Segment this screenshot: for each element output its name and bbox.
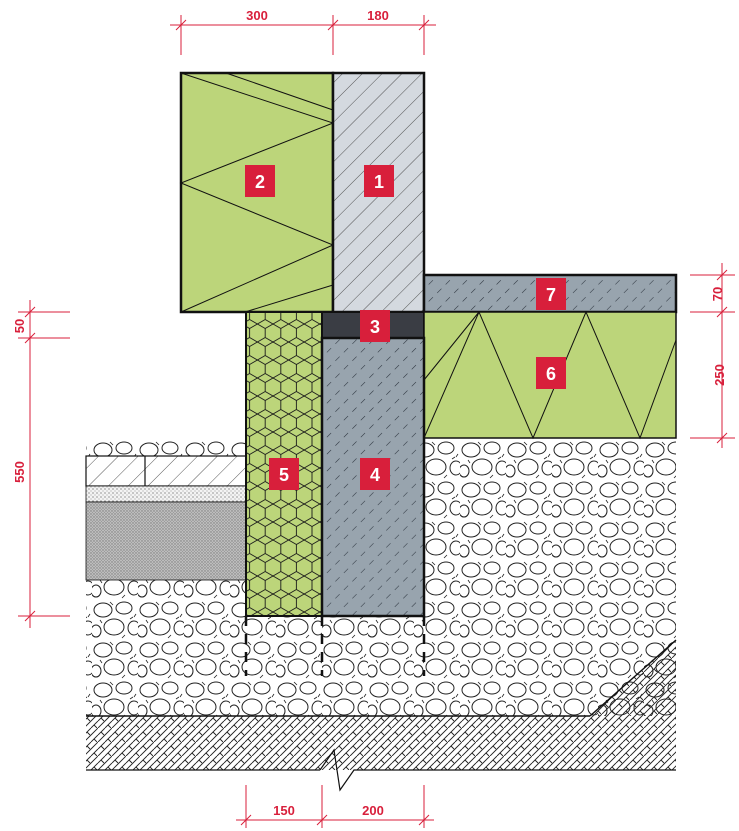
dim-bottom-left: 150 bbox=[273, 803, 295, 818]
svg-text:4: 4 bbox=[370, 465, 380, 485]
callout-badge-7: 7 bbox=[536, 278, 566, 310]
dim-top-left: 300 bbox=[246, 8, 268, 23]
callout-badge-2: 2 bbox=[245, 165, 275, 197]
dim-left-small: 50 bbox=[12, 319, 27, 333]
callout-badge-5: 5 bbox=[269, 458, 299, 490]
foundation-continuation bbox=[244, 616, 426, 676]
sand-bedding bbox=[85, 485, 247, 503]
soil-layer bbox=[86, 716, 676, 770]
callout-badge-4: 4 bbox=[360, 458, 390, 490]
dim-right-large: 250 bbox=[712, 364, 727, 386]
callout-badge-1: 1 bbox=[364, 165, 394, 197]
dim-bottom-right: 200 bbox=[362, 803, 384, 818]
svg-text:7: 7 bbox=[546, 285, 556, 305]
dim-right-small: 70 bbox=[710, 287, 725, 301]
svg-text:5: 5 bbox=[279, 465, 289, 485]
callout-badge-3: 3 bbox=[360, 310, 390, 342]
svg-text:6: 6 bbox=[546, 364, 556, 384]
dim-top-right: 180 bbox=[367, 8, 389, 23]
svg-text:2: 2 bbox=[255, 172, 265, 192]
compacted-base bbox=[85, 501, 247, 581]
dim-left-large: 550 bbox=[12, 461, 27, 483]
callout-badge-6: 6 bbox=[536, 357, 566, 389]
break-line bbox=[319, 748, 676, 792]
svg-text:1: 1 bbox=[374, 172, 384, 192]
svg-text:3: 3 bbox=[370, 317, 380, 337]
dimension-lines bbox=[18, 15, 735, 828]
